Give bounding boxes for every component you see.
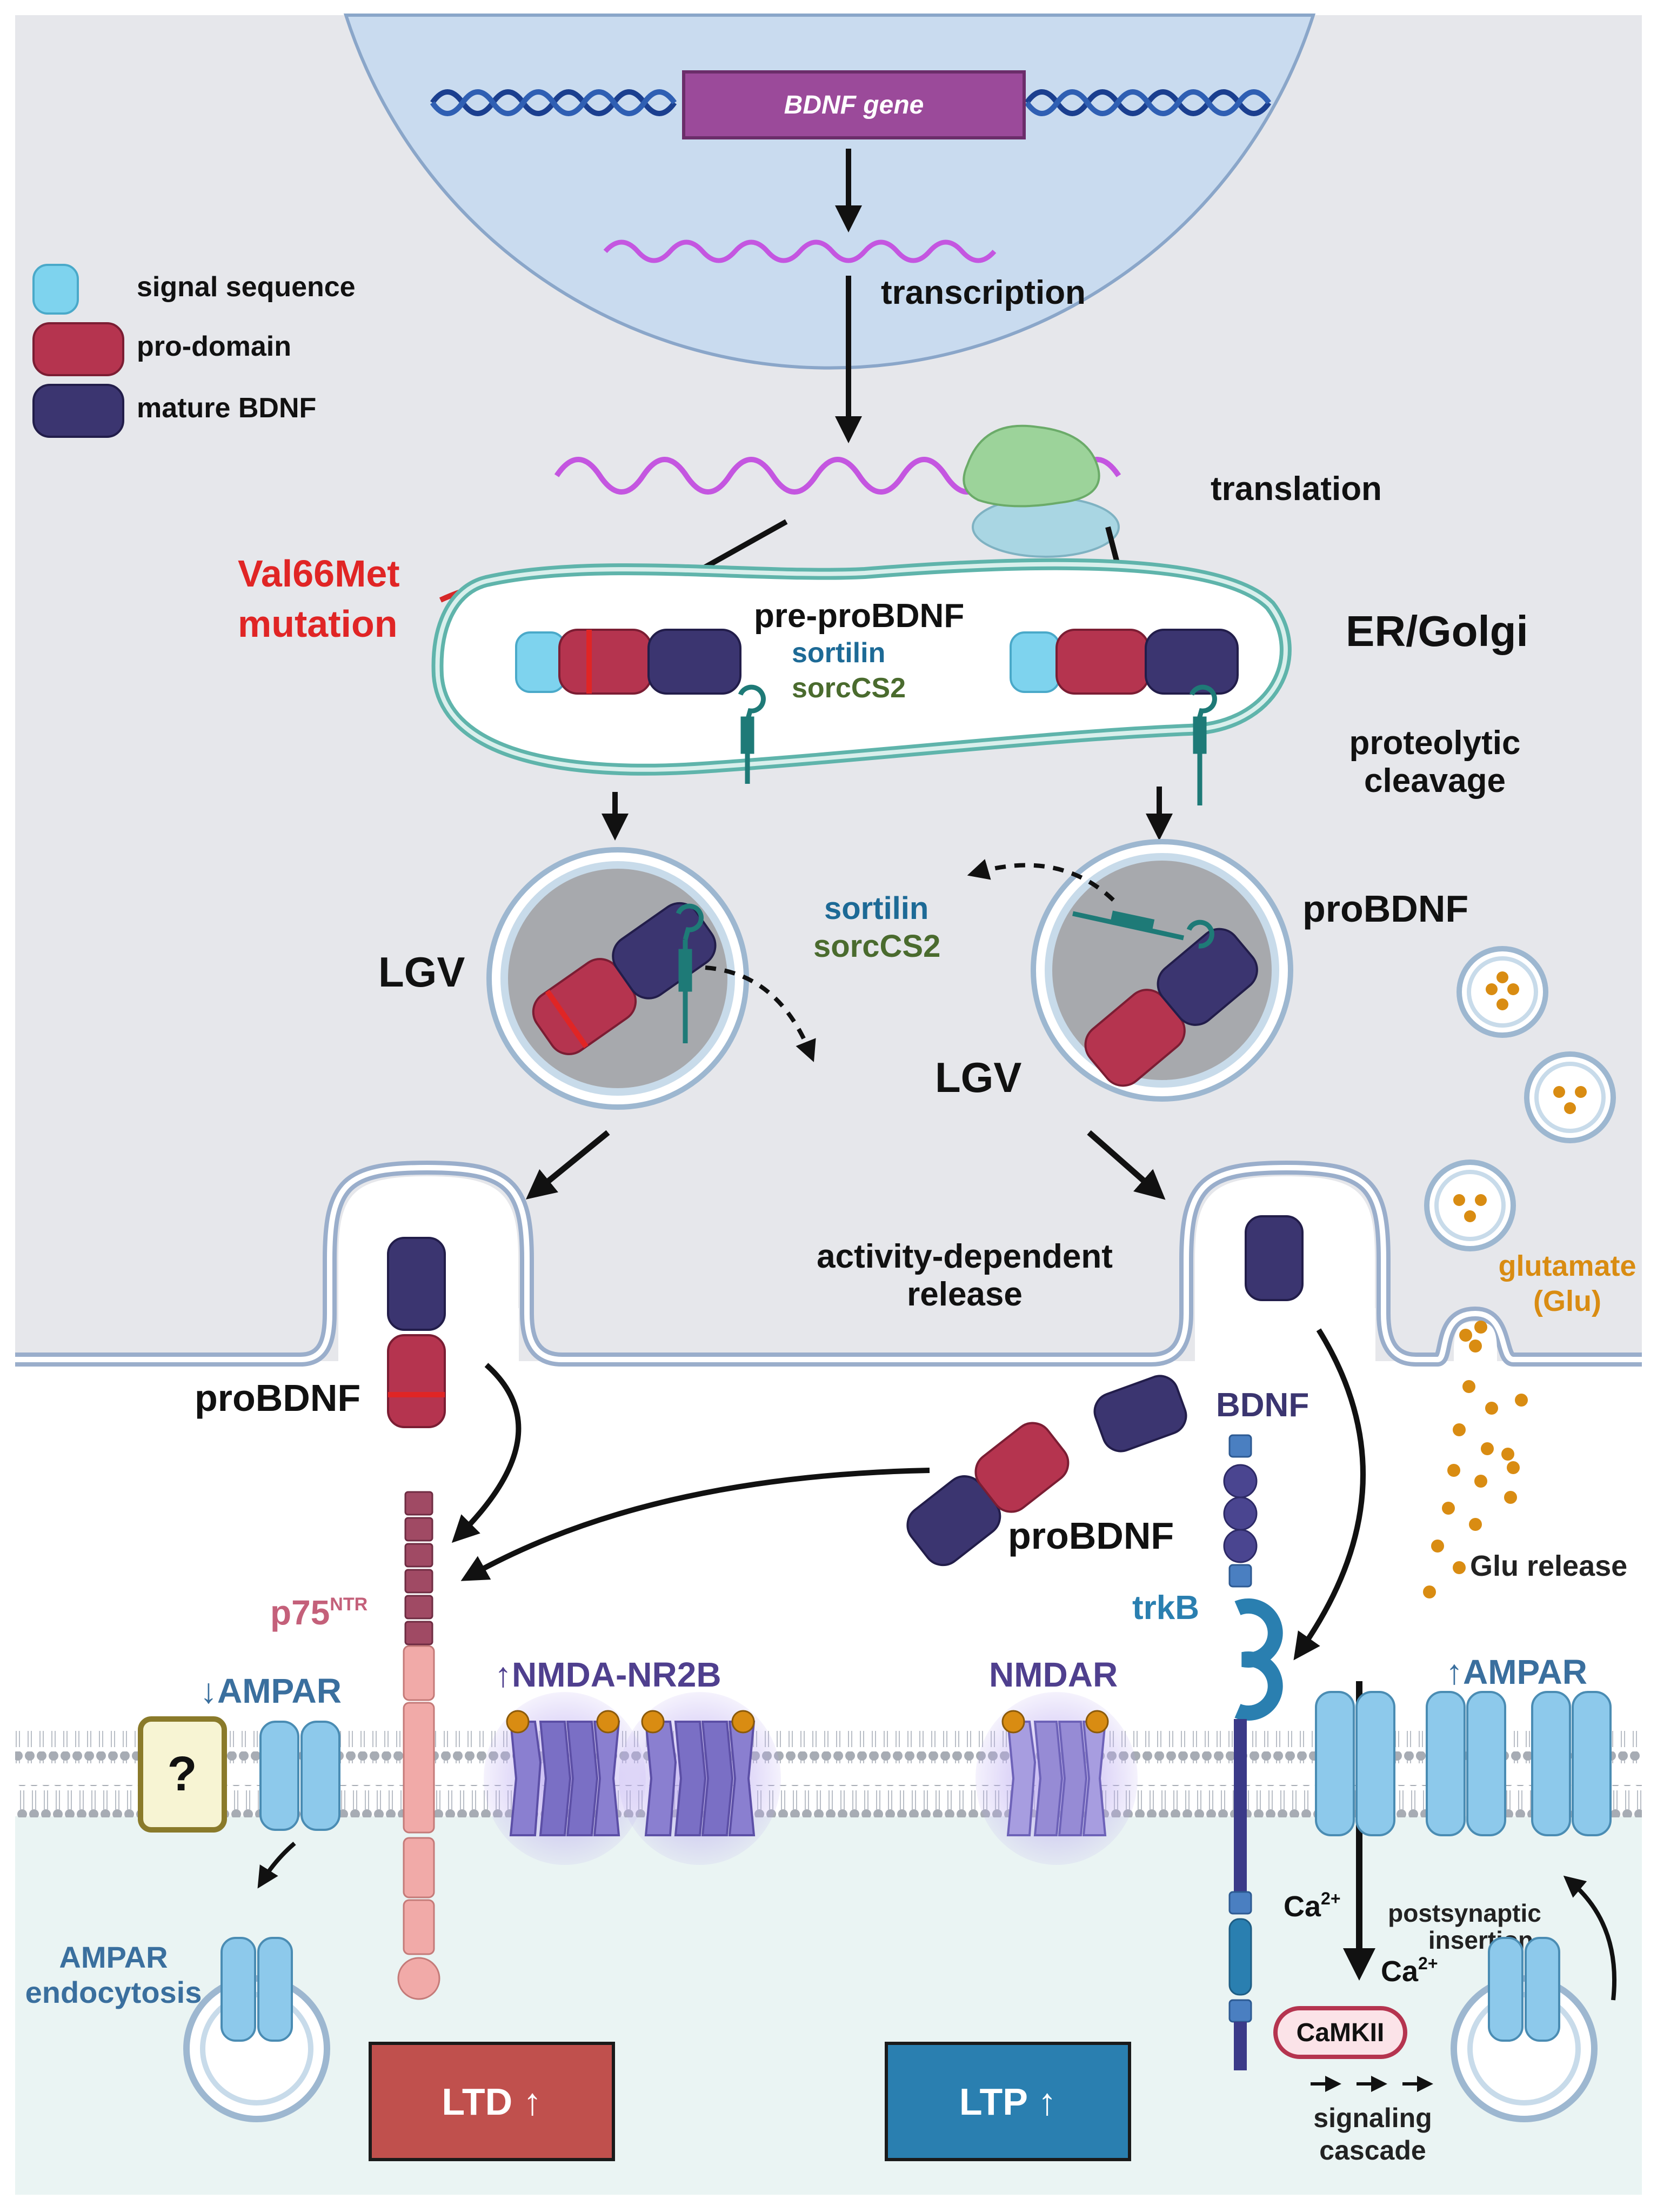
sortilin-receptor-right (1189, 684, 1217, 805)
p75-label: p75NTR (270, 1593, 368, 1632)
probdnf-label-left: proBDNF (195, 1377, 360, 1419)
presynaptic-membrane-inner (15, 1164, 1642, 1362)
synaptic-cleft (15, 1367, 1642, 1730)
ampar-down-label: ↓AMPAR (200, 1671, 342, 1710)
glutamate-vesicles (1424, 946, 1616, 1251)
ltd-box (369, 2042, 615, 2161)
lgv-left (486, 847, 749, 1110)
lgv-right (1031, 839, 1293, 1102)
unknown-protein-label: ? (168, 1747, 197, 1801)
pro-domain-swatch (32, 322, 124, 376)
nmda-nr2b-receptor-2 (619, 1692, 781, 1865)
nucleus (343, 14, 1316, 370)
lgv-left-release-arrow (525, 1130, 610, 1200)
inserting-ampar-vesicle (1451, 1937, 1598, 2122)
sortilin-dissociation-arrow-left (705, 965, 816, 1062)
nmda-nr2b-receptor-1 (484, 1692, 646, 1865)
transcription-label: transcription (881, 274, 1086, 311)
probdnf-label-cleft: proBDNF (1008, 1515, 1174, 1557)
proteolytic-label-line1: proteolytic (1349, 724, 1521, 762)
bdnf-gene-label: BDNF gene (784, 91, 924, 119)
nmda-nr2b-label: ↑NMDA-NR2B (495, 1655, 721, 1694)
probdnf-to-p75-arrow (451, 1363, 522, 1543)
lgv-right-release-arrow (1087, 1130, 1166, 1200)
dna-helix (430, 89, 1272, 116)
sortilin-label-lgv: sortilin (824, 891, 928, 926)
ltp-label: LTP ↑ (959, 2081, 1057, 2123)
membrane-inner-leaflet (15, 1785, 1642, 1817)
sortilin-dissociation-arrow-right (967, 859, 1115, 902)
ltd-label: LTD ↑ (442, 2081, 542, 2123)
legend-signal-sequence: signal sequence (137, 271, 356, 303)
trkb-receptor (1223, 1434, 1283, 2070)
insertion-arrow (1563, 1875, 1617, 2001)
translation-label: translation (1211, 470, 1382, 508)
calcium-label-2: Ca2+ (1381, 1954, 1438, 1988)
legend-pro-domain: pro-domain (137, 331, 291, 362)
mature-bdnf-swatch (32, 384, 124, 438)
probdnf-released-left (387, 1237, 446, 1428)
pre-probdnf-label: pre-proBDNF (754, 597, 964, 635)
ampar-endocytosis-line1: AMPAR (59, 1940, 168, 1974)
signaling-cascade-line1: signaling (1313, 2103, 1432, 2133)
signaling-cascade-line2: cascade (1319, 2135, 1426, 2166)
ltp-box (885, 2042, 1131, 2161)
val66met-label-line2: mutation (238, 603, 398, 645)
p75ntr-receptor (397, 1491, 440, 2000)
mature-bdnf-free (1093, 1375, 1187, 1453)
lgv-label-right: LGV (935, 1054, 1021, 1101)
nmdar-receptor (976, 1692, 1138, 1865)
sorcs2-label-lgv: sorcCS2 (813, 929, 940, 964)
sortilin-receptor-left (738, 684, 766, 784)
membrane-outer-leaflet (15, 1731, 1642, 1763)
bdnf-to-trkb-arrow (1293, 1328, 1366, 1661)
endocytosis-arrow (257, 1841, 296, 1889)
er-golgi-inner (435, 562, 1288, 772)
proteolytic-label-line2: cleavage (1364, 762, 1506, 799)
sortilin-label-er: sortilin (792, 637, 885, 669)
ampar-endocytosis-line2: endocytosis (25, 1975, 202, 2009)
val66met-label-line1: Val66Met (238, 552, 400, 595)
probdnf-label-lgv: proBDNF (1302, 888, 1468, 930)
ampar-receptor-left (259, 1721, 340, 1831)
legend: signal sequence pro-domain mature BDNF (32, 264, 356, 438)
free-probdnf-to-p75-arrow (460, 1468, 930, 1581)
postsynaptic-insertion-line1: postsynaptic (1388, 1899, 1541, 1927)
nmdar-label: NMDAR (989, 1655, 1118, 1694)
bdnf-label: BDNF (1216, 1387, 1309, 1424)
ampar-up-label: ↑AMPAR (1446, 1653, 1587, 1691)
mature-bdnf-released (1245, 1215, 1304, 1301)
glutamate-label-line2: (Glu) (1533, 1285, 1601, 1317)
signal-sequence-swatch (32, 264, 79, 315)
glutamate-molecules (1423, 1321, 1528, 1598)
er-golgi-label: ER/Golgi (1346, 607, 1528, 655)
activity-release-line1: activity-dependent (817, 1238, 1113, 1275)
ampar-receptors-right (1315, 1691, 1612, 1836)
calcium-label-1: Ca2+ (1284, 1889, 1341, 1923)
pre-probdnf-wildtype (1010, 629, 1239, 695)
camkii-label: CaMKII (1297, 2018, 1385, 2047)
glutamate-label-line1: glutamate (1498, 1250, 1636, 1282)
bdnf-gene-box (682, 70, 1026, 139)
camkii-box (1273, 2006, 1407, 2059)
endocytosed-ampar (183, 1937, 330, 2122)
lgv-label-left: LGV (378, 948, 465, 996)
sorcs2-label-er: sorcCS2 (792, 672, 906, 704)
glu-release-label: Glu release (1470, 1550, 1627, 1582)
unknown-protein (138, 1716, 227, 1833)
legend-mature-bdnf: mature BDNF (137, 392, 316, 424)
activity-release-line2: release (907, 1276, 1023, 1313)
nuclear-mrna (603, 239, 997, 263)
trkb-label: trkB (1132, 1589, 1199, 1627)
pre-probdnf-mutant (515, 629, 741, 695)
probdnf-free-cleft (906, 1422, 1070, 1567)
ribosome (963, 424, 1120, 558)
